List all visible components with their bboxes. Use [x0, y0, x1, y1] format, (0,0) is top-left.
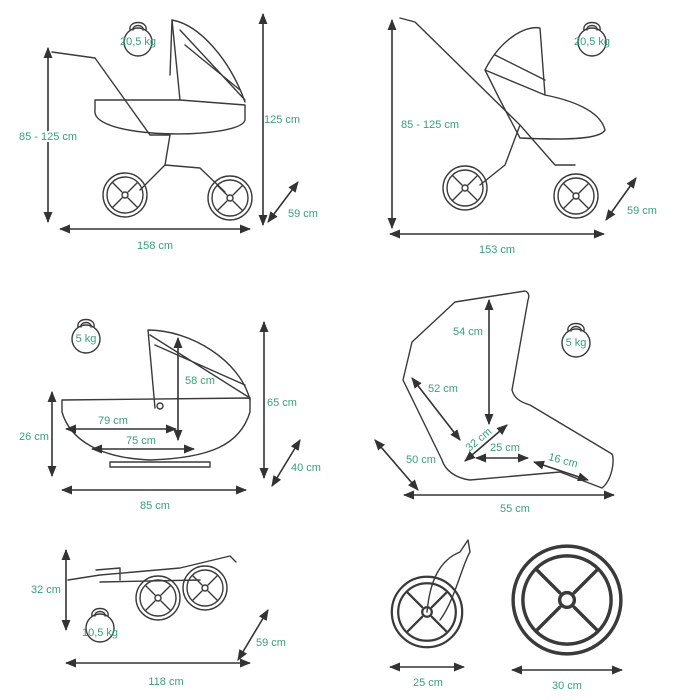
width-arrow: [271, 439, 301, 487]
panel-carrycot: 5 kg 58 cm 65 cm 26 cm 79 cm 75 cm 40 cm…: [19, 318, 321, 512]
width-label: 59 cm: [288, 208, 318, 220]
width-arrow: [605, 177, 637, 221]
length-label: 85 cm: [140, 500, 170, 512]
width-label: 59 cm: [256, 637, 286, 649]
width-arrow: [374, 439, 419, 491]
weight-label: 20,5 kg: [120, 36, 156, 48]
height-label: 125 cm: [264, 114, 300, 126]
panel-folded-frame: 32 cm 10,5 kg 59 cm 118 cm: [31, 548, 286, 688]
seat-width-arrow: [464, 424, 508, 462]
handle-height-label: 85 - 125 cm: [401, 119, 459, 131]
length-label: 158 cm: [137, 240, 173, 252]
width-label: 59 cm: [627, 205, 657, 217]
width-arrow: [267, 181, 299, 223]
weight-label: 20,5 kg: [574, 36, 610, 48]
seat-depth-label: 25 cm: [490, 442, 520, 454]
carrycot-drawing: [61, 329, 251, 468]
seat-unit-drawing: [402, 290, 614, 489]
weight-label: 10,5 kg: [82, 627, 118, 639]
side-length-label: 52 cm: [428, 383, 458, 395]
panel-stroller-carrycot: 20,5 kg 125 cm 85 - 125 cm 59 cm 158 cm: [17, 12, 318, 252]
weight-label: 5 kg: [566, 337, 587, 349]
footrest-arrow: [532, 460, 590, 482]
panel-wheels: 25 cm 30 cm: [388, 539, 624, 692]
side-length-arrow: [411, 377, 461, 441]
height-label: 65 cm: [267, 397, 297, 409]
width-arrow: [237, 609, 269, 661]
stroller-carrycot-drawing: [51, 19, 253, 221]
back-height-label: 54 cm: [453, 326, 483, 338]
inner-length-label: 75 cm: [126, 435, 156, 447]
folded-frame-drawing: [67, 555, 237, 621]
body-height-label: 26 cm: [19, 431, 49, 443]
stroller-seat-drawing: [399, 17, 606, 219]
weight-label: 5 kg: [76, 333, 97, 345]
panel-seat-unit: 5 kg 54 cm 52 cm 32 cm 25 cm 16 cm 50 cm…: [374, 290, 616, 515]
rear-wheel-drawing: [511, 544, 623, 656]
length-label: 153 cm: [479, 244, 515, 256]
width-label: 50 cm: [406, 454, 436, 466]
hood-height-label: 58 cm: [185, 375, 215, 387]
length-label: 55 cm: [500, 503, 530, 515]
length-label: 118 cm: [148, 676, 183, 688]
front-wheel-drawing: [390, 539, 471, 649]
front-wheel-diameter-label: 25 cm: [413, 677, 443, 689]
width-label: 40 cm: [291, 462, 321, 474]
rear-wheel-diameter-label: 30 cm: [552, 680, 582, 692]
inner-top-length-label: 79 cm: [98, 415, 128, 427]
panel-stroller-seat: 85 - 125 cm 20,5 kg 59 cm 153 cm: [387, 17, 657, 256]
handle-height-label: 85 - 125 cm: [19, 131, 77, 143]
height-label: 32 cm: [31, 584, 61, 596]
